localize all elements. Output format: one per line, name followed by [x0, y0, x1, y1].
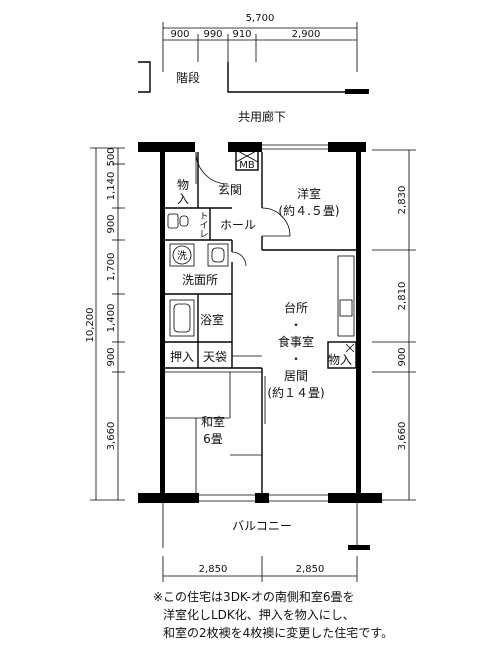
sliding-doors: [232, 355, 266, 424]
outer-walls: [138, 142, 382, 503]
top-dimensions: 5,700 900 990 910 2,900: [162, 13, 358, 72]
entrance-label: 玄関: [218, 182, 242, 197]
footnote-line-1: ※この住宅は3DK-オの南側和室6畳を: [153, 589, 355, 604]
top-segment-2: 990: [203, 29, 222, 40]
kitchen-counter: [337, 255, 355, 337]
ldk-size: (約１４畳): [267, 385, 324, 400]
corridor-label: 共用廊下: [238, 109, 286, 124]
ldk-dot-1: ・: [290, 318, 302, 332]
washroom-door-swing: [231, 251, 247, 267]
storage-right-mark: [345, 343, 355, 353]
ldk-label-living: 居間: [284, 369, 308, 383]
toilet-label-1: ト: [199, 212, 208, 222]
western-room-label: 洋室: [297, 186, 321, 201]
bathtub-fixture: [169, 299, 195, 337]
room-labels: 物 入 玄関 ト イ レ ホール 洗面所 浴室 押入 天袋 洋室 (約４.５畳)…: [170, 178, 352, 446]
top-segment-1: 900: [170, 29, 189, 40]
top-segment-4: 2,900: [292, 29, 321, 40]
mb-box: MB: [235, 149, 259, 171]
hall-door-swing: [261, 207, 291, 237]
footnote-line-3: 和室の2枚襖を4枚襖に変更した住宅です。: [163, 625, 393, 640]
washroom-label: 洗面所: [182, 273, 218, 287]
toilet-fixture: [167, 213, 189, 229]
bottom-segment-2: 2,850: [296, 564, 325, 575]
footnote: ※この住宅は3DK-オの南側和室6畳を 洋室化しLDK化、押入を物入にし、 和室…: [153, 589, 393, 640]
toilet-label-3: レ: [199, 230, 208, 240]
left-dimensions: 10,200 500 1,140 900 1,700 1,400 900 3,6…: [85, 147, 125, 501]
right-segment-2: 2,810: [397, 282, 408, 311]
left-segment-6: 900: [106, 347, 117, 366]
japanese-room-size: 6畳: [203, 432, 223, 446]
stairs-label: 階段: [176, 70, 200, 85]
right-segment-4: 3,660: [397, 422, 408, 451]
ldk-dot-2: ・: [290, 352, 302, 366]
sink-fixture: [207, 243, 229, 267]
storage-top-label-1: 物: [177, 178, 189, 192]
left-segment-1: 500: [106, 147, 117, 166]
bath-label: 浴室: [200, 312, 224, 327]
washer-label: 洗: [177, 250, 187, 262]
entrance-door-swing: [195, 151, 229, 185]
left-total-dimension: 10,200: [85, 308, 96, 343]
top-total-dimension: 5,700: [246, 13, 275, 24]
closet-label: 押入: [170, 350, 194, 364]
right-segment-3: 900: [397, 347, 408, 366]
ldk-label-kitchen: 台所: [284, 300, 308, 315]
left-segment-7: 3,660: [106, 422, 117, 451]
toilet-label-2: イ: [199, 221, 208, 231]
mb-label: MB: [239, 160, 255, 171]
left-segment-3: 900: [106, 214, 117, 233]
top-segment-3: 910: [232, 29, 251, 40]
ldk-label-dining: 食事室: [278, 334, 314, 349]
balcony-label: バルコニー: [232, 519, 292, 533]
western-room-size: (約４.５畳): [278, 203, 339, 218]
bottom-segment-1: 2,850: [199, 564, 228, 575]
japanese-room-label: 和室: [201, 414, 225, 429]
stairs-area: 階段: [138, 61, 369, 94]
left-segment-2: 1,140: [106, 172, 117, 201]
balcony: バルコニー: [162, 503, 370, 550]
storage-right-label: 物入: [328, 353, 352, 367]
right-dimensions: 2,830 2,810 900 3,660: [372, 149, 416, 501]
hall-label: ホール: [220, 218, 256, 232]
tatami-lines: [165, 371, 262, 493]
bottom-dimensions: 2,850 2,850: [162, 556, 358, 582]
footnote-line-2: 洋室化しLDK化、押入を物入にし、: [163, 607, 355, 622]
upper-closet-label: 天袋: [203, 350, 227, 364]
left-segment-4: 1,700: [106, 253, 117, 282]
washer-fixture: 洗: [169, 243, 195, 267]
interior-walls: [165, 152, 357, 493]
right-segment-1: 2,830: [397, 186, 408, 215]
left-segment-5: 1,400: [106, 304, 117, 333]
storage-top-label-2: 入: [177, 192, 189, 206]
